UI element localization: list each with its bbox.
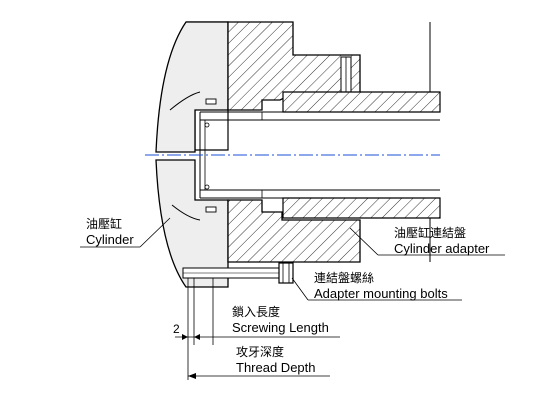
thread-label-cn: 攻牙深度 (236, 344, 284, 359)
adapter-hatch-lower (227, 199, 361, 263)
cylinder-outline-upper (155, 21, 229, 153)
dimension-lines (175, 278, 340, 380)
adapter-label-cn: 油壓缸連結盤 (394, 225, 466, 240)
bolts-label-en: Adapter mounting bolts (314, 286, 448, 301)
thread-label-en: Thread Depth (236, 360, 316, 375)
screwing-label-en: Screwing Length (232, 320, 329, 335)
cylinder-adapter (227, 21, 361, 263)
draw-tube (199, 111, 440, 199)
cylinder-label-en: Cylinder (86, 232, 134, 247)
leader-lines (80, 217, 505, 301)
adapter-label-en: Cylinder adapter (394, 241, 490, 256)
cylinder-label-cn: 油壓缸 (86, 216, 122, 231)
bolts-label-cn: 連結盤螺絲 (314, 270, 374, 285)
screwing-label-cn: 鎖入長度 (232, 304, 280, 319)
dimension-value: 2 (173, 322, 180, 336)
mounting-bolt (182, 262, 294, 284)
cylinder-body (155, 21, 229, 288)
